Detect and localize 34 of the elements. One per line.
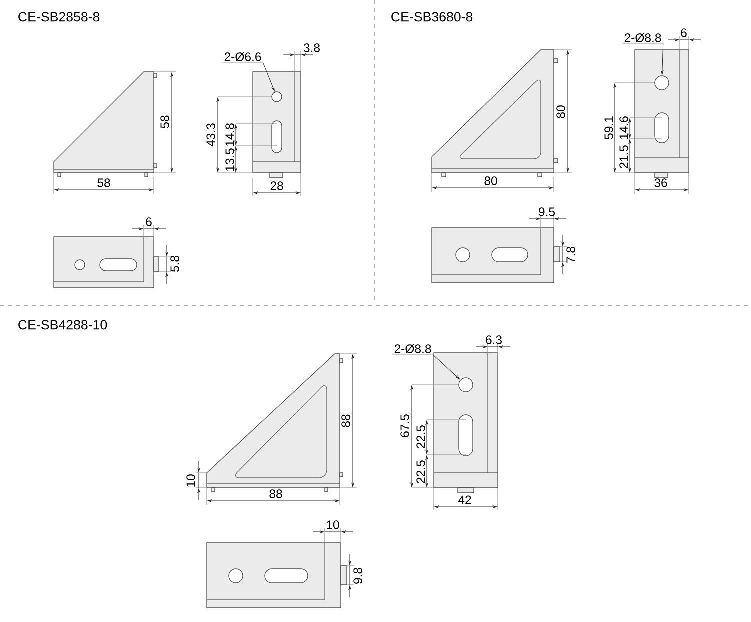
dimension-text: 21.5 <box>620 146 628 168</box>
dimension-text: 88 <box>342 414 350 428</box>
part-number-title: CE-SB2858-8 <box>18 12 100 22</box>
dimension-text: 80 <box>556 106 566 118</box>
dimension-text: 42 <box>458 496 472 504</box>
dimension-text: 36 <box>654 178 668 188</box>
hole-circle <box>458 378 474 392</box>
dimension-text: 9.8 <box>354 568 362 584</box>
dimension-text: 43.3 <box>206 124 216 147</box>
leader-text: 2-Ø8.8 <box>394 344 432 354</box>
dimension-text: 9.5 <box>539 208 556 216</box>
part-number-title: CE-SB3680-8 <box>392 12 473 22</box>
hole-circle <box>272 92 282 102</box>
dimension-text: 5.8 <box>170 256 180 272</box>
hole-circle <box>654 76 670 90</box>
dimension-text: 7.8 <box>566 247 576 263</box>
part-number-title: CE-SB4288-10 <box>18 320 108 330</box>
dimension-text: 10 <box>327 520 340 530</box>
dimension-text: 3.8 <box>304 44 320 52</box>
dimension-text: 6.3 <box>486 336 502 344</box>
dimension-text: 59.1 <box>604 116 614 140</box>
dimension-text: 13.5 <box>226 148 234 171</box>
dimension-text: 80 <box>484 176 498 186</box>
leader-text: 2-Ø8.8 <box>624 33 662 43</box>
dimension-text: 88 <box>270 490 282 498</box>
dimension-text: 6 <box>681 28 687 38</box>
dimension-text: 58 <box>98 178 110 188</box>
dimension-text: 10 <box>186 474 196 487</box>
dimension-text: 6 <box>146 218 152 226</box>
dimension-text: 58 <box>160 116 170 128</box>
leader-text: 2-Ø6.6 <box>224 52 262 62</box>
dimension-text: 28 <box>270 182 284 190</box>
dimension-text: 67.5 <box>400 414 410 438</box>
dimension-text: 22.5 <box>416 460 426 484</box>
